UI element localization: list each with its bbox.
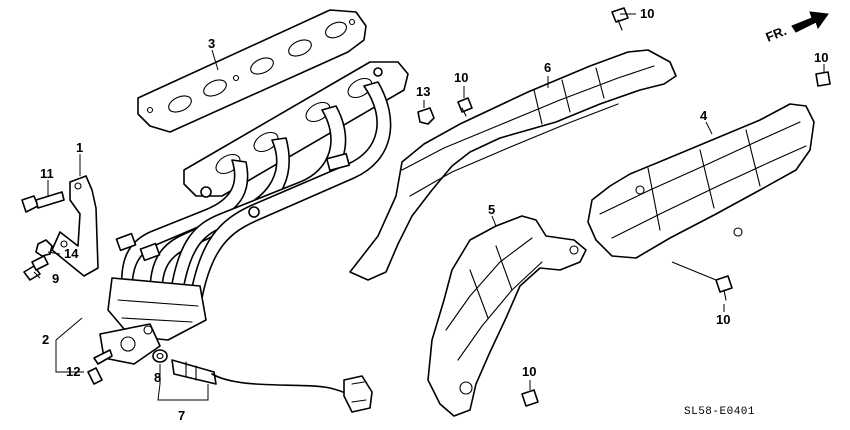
exhaust-manifold bbox=[99, 61, 409, 365]
bolt-11 bbox=[21, 191, 65, 213]
bolt-10-top bbox=[611, 7, 629, 31]
callout-10-mid: 10 bbox=[454, 70, 468, 85]
callout-10-right: 10 bbox=[814, 50, 828, 65]
manifold-bracket bbox=[51, 175, 99, 277]
heat-shield-lower bbox=[427, 215, 587, 417]
callout-10-bottom: 10 bbox=[522, 364, 536, 379]
bolt-9 bbox=[23, 255, 49, 281]
callout-5: 5 bbox=[488, 202, 495, 217]
bolt-10-right bbox=[815, 71, 831, 87]
callout-3: 3 bbox=[208, 36, 215, 51]
gasket-ring-8 bbox=[152, 349, 168, 363]
callout-12: 12 bbox=[66, 364, 80, 379]
callout-10-top: 10 bbox=[640, 6, 654, 21]
callout-8: 8 bbox=[154, 370, 161, 385]
front-direction-indicator: FR. bbox=[764, 11, 829, 45]
callout-7: 7 bbox=[178, 408, 185, 423]
stud-12 bbox=[87, 349, 113, 385]
manifold-gasket bbox=[137, 9, 367, 133]
callout-13: 13 bbox=[416, 84, 430, 99]
diagram-code: SL58-E0401 bbox=[684, 406, 755, 418]
callout-2: 2 bbox=[42, 332, 49, 347]
nut-14 bbox=[35, 239, 53, 257]
clip-13 bbox=[417, 107, 435, 125]
callout-6: 6 bbox=[544, 60, 551, 75]
callout-10-lower-right: 10 bbox=[716, 312, 730, 327]
callout-11: 11 bbox=[40, 166, 54, 181]
callout-14: 14 bbox=[64, 246, 79, 261]
bolt-10-mid bbox=[457, 97, 473, 117]
heat-shield-right bbox=[587, 103, 815, 259]
bolt-10-lower-right bbox=[715, 275, 733, 301]
oxygen-sensor bbox=[171, 359, 373, 413]
front-label: FR. bbox=[764, 23, 789, 45]
callout-9: 9 bbox=[52, 271, 59, 286]
callout-1: 1 bbox=[76, 140, 83, 155]
heat-shield-upper bbox=[349, 49, 677, 281]
bolt-10-bottom bbox=[521, 389, 539, 407]
leader-lines bbox=[33, 13, 825, 401]
front-arrow-icon bbox=[791, 11, 829, 33]
callout-4: 4 bbox=[700, 108, 708, 123]
